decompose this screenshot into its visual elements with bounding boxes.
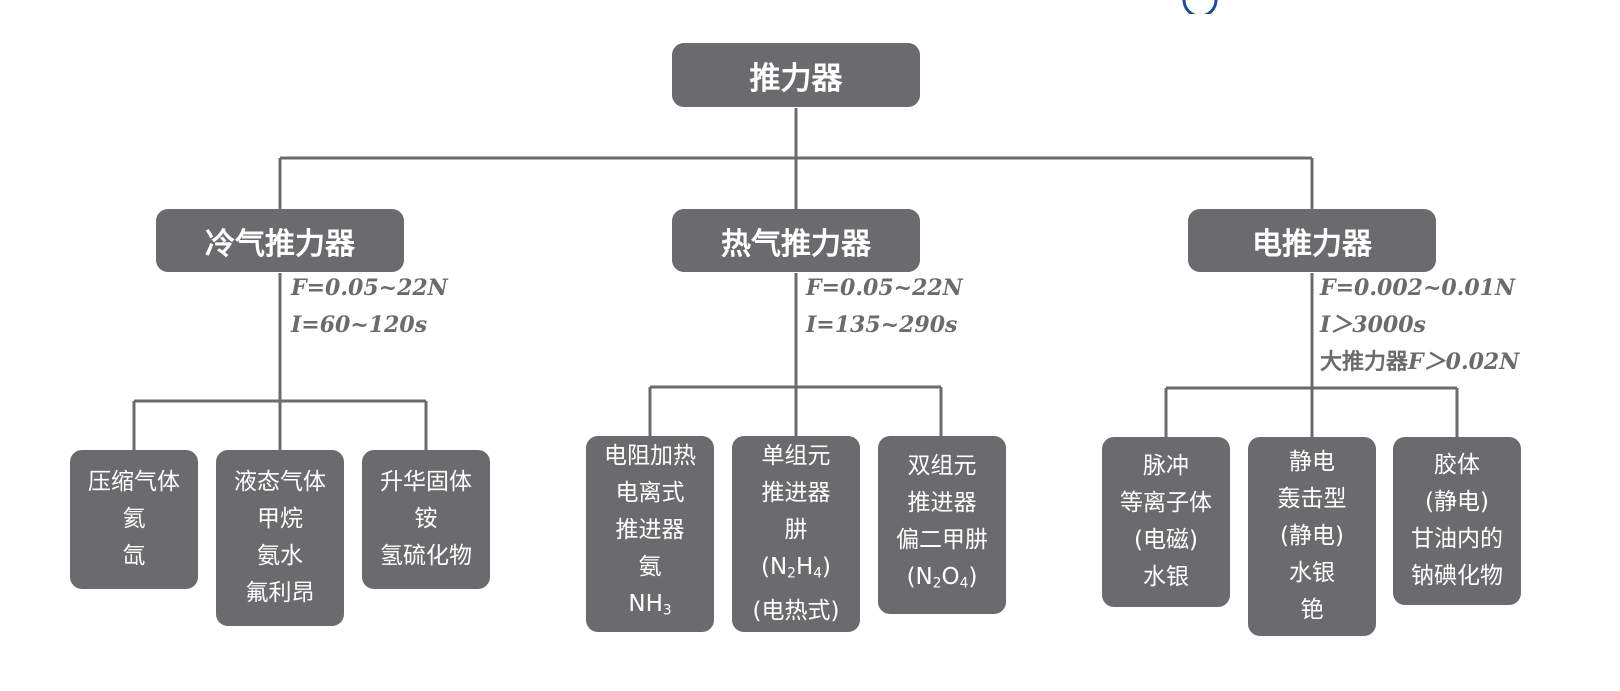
leaf-line: 电阻加热: [604, 443, 696, 470]
leaf-formula-n2o4: (N2O4): [906, 563, 978, 592]
category-label: 电推力器: [1252, 226, 1372, 262]
leaf-line: 氟利昂: [245, 580, 315, 606]
leaf-electrostatic-bombardment: 静电 轰击型 (静电) 水银 铯: [1248, 437, 1376, 636]
spec-high-thrust-prefix: 大推力器: [1320, 350, 1409, 375]
leaf-sublimating-solid: 升华固体 铵 氢硫化物: [362, 450, 490, 589]
leaf-line: 铯: [1300, 597, 1324, 623]
leaf-line: (电热式): [752, 597, 840, 624]
leaf-line: 铵: [414, 506, 438, 532]
leaf-line: 脉冲: [1143, 453, 1189, 479]
category-hot-gas-thruster: 热气推力器: [672, 209, 920, 272]
leaf-line: 甘油内的: [1411, 526, 1503, 552]
leaf-formula-nh3: NH3: [628, 591, 672, 619]
leaf-pulsed-plasma: 脉冲 等离子体 (电磁) 水银: [1102, 437, 1230, 607]
leaf-formula-n2h4: (N2H4): [760, 554, 832, 582]
spec-thrust: F=0.002~0.01N: [1320, 275, 1516, 301]
leaf-line: 胶体: [1434, 452, 1480, 478]
specs-electric: F=0.002~0.01N I＞3000s 大推力器F＞0.02N: [1320, 270, 1519, 381]
leaf-line: 氙: [122, 543, 146, 569]
leaf-line: (电磁): [1134, 527, 1198, 553]
leaf-line: 肼: [784, 517, 808, 544]
leaf-line: 双组元: [907, 452, 977, 479]
category-label: 热气推力器: [721, 226, 871, 262]
leaf-monopropellant: 单组元 推进器 肼 (N2H4) (电热式): [732, 436, 860, 632]
leaf-line: 电离式: [615, 480, 685, 507]
leaf-line: 推进器: [761, 480, 831, 507]
leaf-line: 压缩气体: [88, 469, 180, 495]
spec-thrust: F=0.05~22N: [806, 275, 963, 301]
brand-logo-icon: [1182, 0, 1218, 14]
leaf-line: 钠碘化物: [1411, 563, 1503, 589]
spec-impulse: I=135~290s: [806, 312, 958, 338]
leaf-liquid-gas: 液态气体 甲烷 氨水 氟利昂: [216, 450, 344, 626]
spec-high-thrust-value: F＞0.02N: [1408, 349, 1520, 375]
spec-impulse: I=60~120s: [291, 312, 428, 338]
leaf-line: 氨: [638, 554, 662, 581]
leaf-line: (静电): [1280, 523, 1344, 549]
leaf-colloid: 胶体 (静电) 甘油内的 钠碘化物: [1393, 437, 1521, 605]
category-cold-gas-thruster: 冷气推力器: [156, 209, 404, 272]
leaf-compressed-gas: 压缩气体 氦 氙: [70, 450, 198, 589]
category-label: 冷气推力器: [205, 226, 355, 262]
leaf-line: 升华固体: [380, 469, 472, 495]
leaf-line: 液态气体: [234, 469, 326, 495]
spec-impulse: I＞3000s: [1320, 312, 1426, 338]
leaf-line: 氢硫化物: [380, 543, 472, 569]
leaf-line: 推进器: [907, 489, 977, 516]
leaf-line: 单组元: [761, 443, 831, 470]
leaf-line: 水银: [1289, 560, 1335, 586]
spec-high-thrust: 大推力器F＞0.02N: [1320, 344, 1519, 381]
leaf-line: 氦: [122, 506, 146, 532]
spec-thrust: F=0.05~22N: [291, 275, 448, 301]
specs-cold-gas: F=0.05~22N I=60~120s: [291, 270, 448, 344]
category-electric-thruster: 电推力器: [1188, 209, 1436, 272]
leaf-line: 等离子体: [1120, 490, 1212, 516]
leaf-line: (静电): [1425, 489, 1489, 515]
leaf-line: 水银: [1143, 564, 1189, 590]
leaf-line: 甲烷: [257, 506, 303, 532]
leaf-line: 偏二甲肼: [896, 526, 988, 553]
leaf-bipropellant: 双组元 推进器 偏二甲肼 (N2O4): [878, 436, 1006, 614]
root-node: 推力器: [672, 43, 920, 107]
root-node-label: 推力器: [749, 60, 843, 97]
leaf-line: 轰击型: [1277, 486, 1347, 512]
specs-hot-gas: F=0.05~22N I=135~290s: [806, 270, 963, 344]
leaf-line: 推进器: [615, 517, 685, 544]
leaf-line: 氨水: [257, 543, 303, 569]
leaf-resistojet: 电阻加热 电离式 推进器 氨 NH3: [586, 436, 714, 632]
leaf-line: 静电: [1289, 449, 1335, 475]
